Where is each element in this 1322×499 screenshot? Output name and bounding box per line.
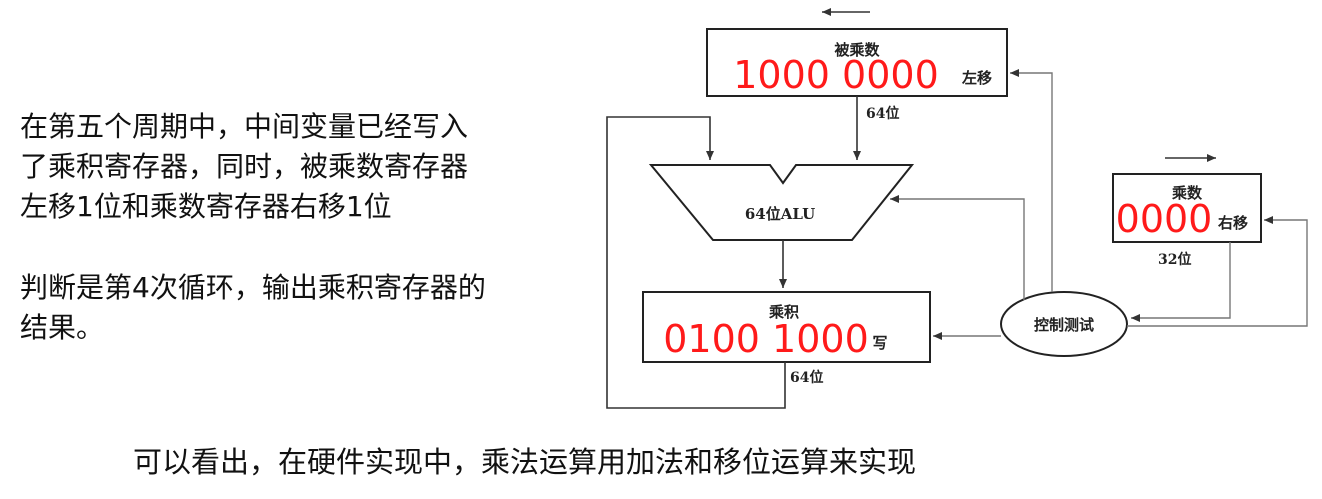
- product-feedback-wire: [606, 116, 786, 409]
- multiplier-label: 乘数: [1171, 184, 1203, 202]
- product-register: 乘积 0100 1000 写: [642, 291, 931, 363]
- multiplicand-action: 左移: [961, 69, 992, 87]
- multiplicand-label: 被乘数: [834, 41, 880, 59]
- conclusion-text: 可以看出，在硬件实现中，乘法运算用加法和移位运算来实现: [133, 445, 917, 479]
- multiplier-width: 32位: [1158, 251, 1191, 268]
- control-test-label: 控制测试: [1034, 316, 1094, 334]
- explanation-paragraph-2: 判断是第4次循环，输出乘积寄存器的 结果。: [20, 271, 486, 344]
- multiplier-action: 右移: [1218, 214, 1248, 232]
- multiplicand-width: 64位: [866, 105, 899, 122]
- multiplier-register: 乘数 0000 右移: [1112, 173, 1262, 243]
- multiplicand-register: 被乘数 1000 0000 左移: [706, 28, 1008, 97]
- control-to-multiplicand-wire: [1010, 69, 1053, 292]
- product-label: 乘积: [768, 303, 799, 321]
- alu-label: 64位ALU: [745, 205, 815, 223]
- multiplier-to-control-wire: [1131, 242, 1231, 322]
- control-to-alu-wire: [890, 195, 1025, 300]
- multiplicand-value: 1000 0000: [733, 53, 939, 97]
- product-width: 64位: [790, 369, 823, 386]
- alu-unit: 64位ALU: [648, 164, 915, 241]
- product-value: 0100 1000: [663, 317, 869, 361]
- multiplier-value: 0000: [1116, 197, 1213, 241]
- product-action: 写: [872, 334, 887, 352]
- control-to-multiplier-wire: [1127, 216, 1308, 327]
- explanation-paragraph-1: 在第五个周期中，中间变量已经写入 了乘积寄存器，同时，被乘数寄存器 左移1位和乘…: [20, 110, 469, 223]
- control-test-unit: 控制测试: [1000, 291, 1128, 357]
